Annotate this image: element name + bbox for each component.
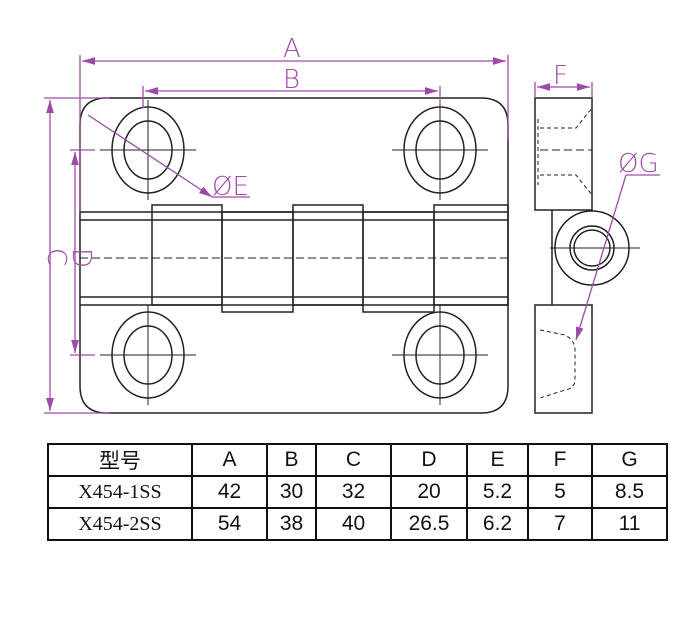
table-row: X454-1SS 42 30 32 20 5.2 5 8.5 <box>47 475 668 509</box>
mounting-holes <box>100 100 488 405</box>
cell-model: X454-1SS <box>47 475 193 509</box>
cell-f: 7 <box>527 507 593 541</box>
hinge-front-view <box>79 97 509 414</box>
dimension-lines <box>44 55 660 414</box>
label-d: D <box>66 248 96 268</box>
header-c: C <box>315 443 392 477</box>
header-model: 型号 <box>47 443 193 477</box>
header-b: B <box>266 443 317 477</box>
header-a: A <box>191 443 268 477</box>
cell-b: 30 <box>266 475 317 509</box>
spec-table: 型号 A B C D E F G X454-1SS 42 30 32 20 5.… <box>47 443 668 541</box>
cell-d: 26.5 <box>390 507 468 541</box>
cell-f: 5 <box>527 475 593 509</box>
cell-b: 38 <box>266 507 317 541</box>
cell-c: 40 <box>315 507 392 541</box>
label-a: A <box>283 34 301 64</box>
label-b: B <box>283 65 300 95</box>
header-d: D <box>390 443 468 477</box>
header-g: G <box>591 443 668 477</box>
cell-c: 32 <box>315 475 392 509</box>
header-e: E <box>466 443 529 477</box>
hinge-side-view <box>534 97 640 414</box>
cell-a: 54 <box>191 507 268 541</box>
cell-d: 20 <box>390 475 468 509</box>
cell-e: 5.2 <box>466 475 529 509</box>
cell-g: 8.5 <box>591 475 668 509</box>
cell-a: 42 <box>191 475 268 509</box>
table-row: X454-2SS 54 38 40 26.5 6.2 7 11 <box>47 507 668 541</box>
header-f: F <box>527 443 593 477</box>
label-c: C <box>41 248 71 266</box>
table-header-row: 型号 A B C D E F G <box>47 443 668 477</box>
label-f: F <box>553 61 568 91</box>
label-g: ØG <box>618 149 659 179</box>
knuckle-segments <box>151 204 509 313</box>
cell-model: X454-2SS <box>47 507 193 541</box>
label-e: ØE <box>212 172 249 202</box>
cell-g: 11 <box>591 507 668 541</box>
cell-e: 6.2 <box>466 507 529 541</box>
